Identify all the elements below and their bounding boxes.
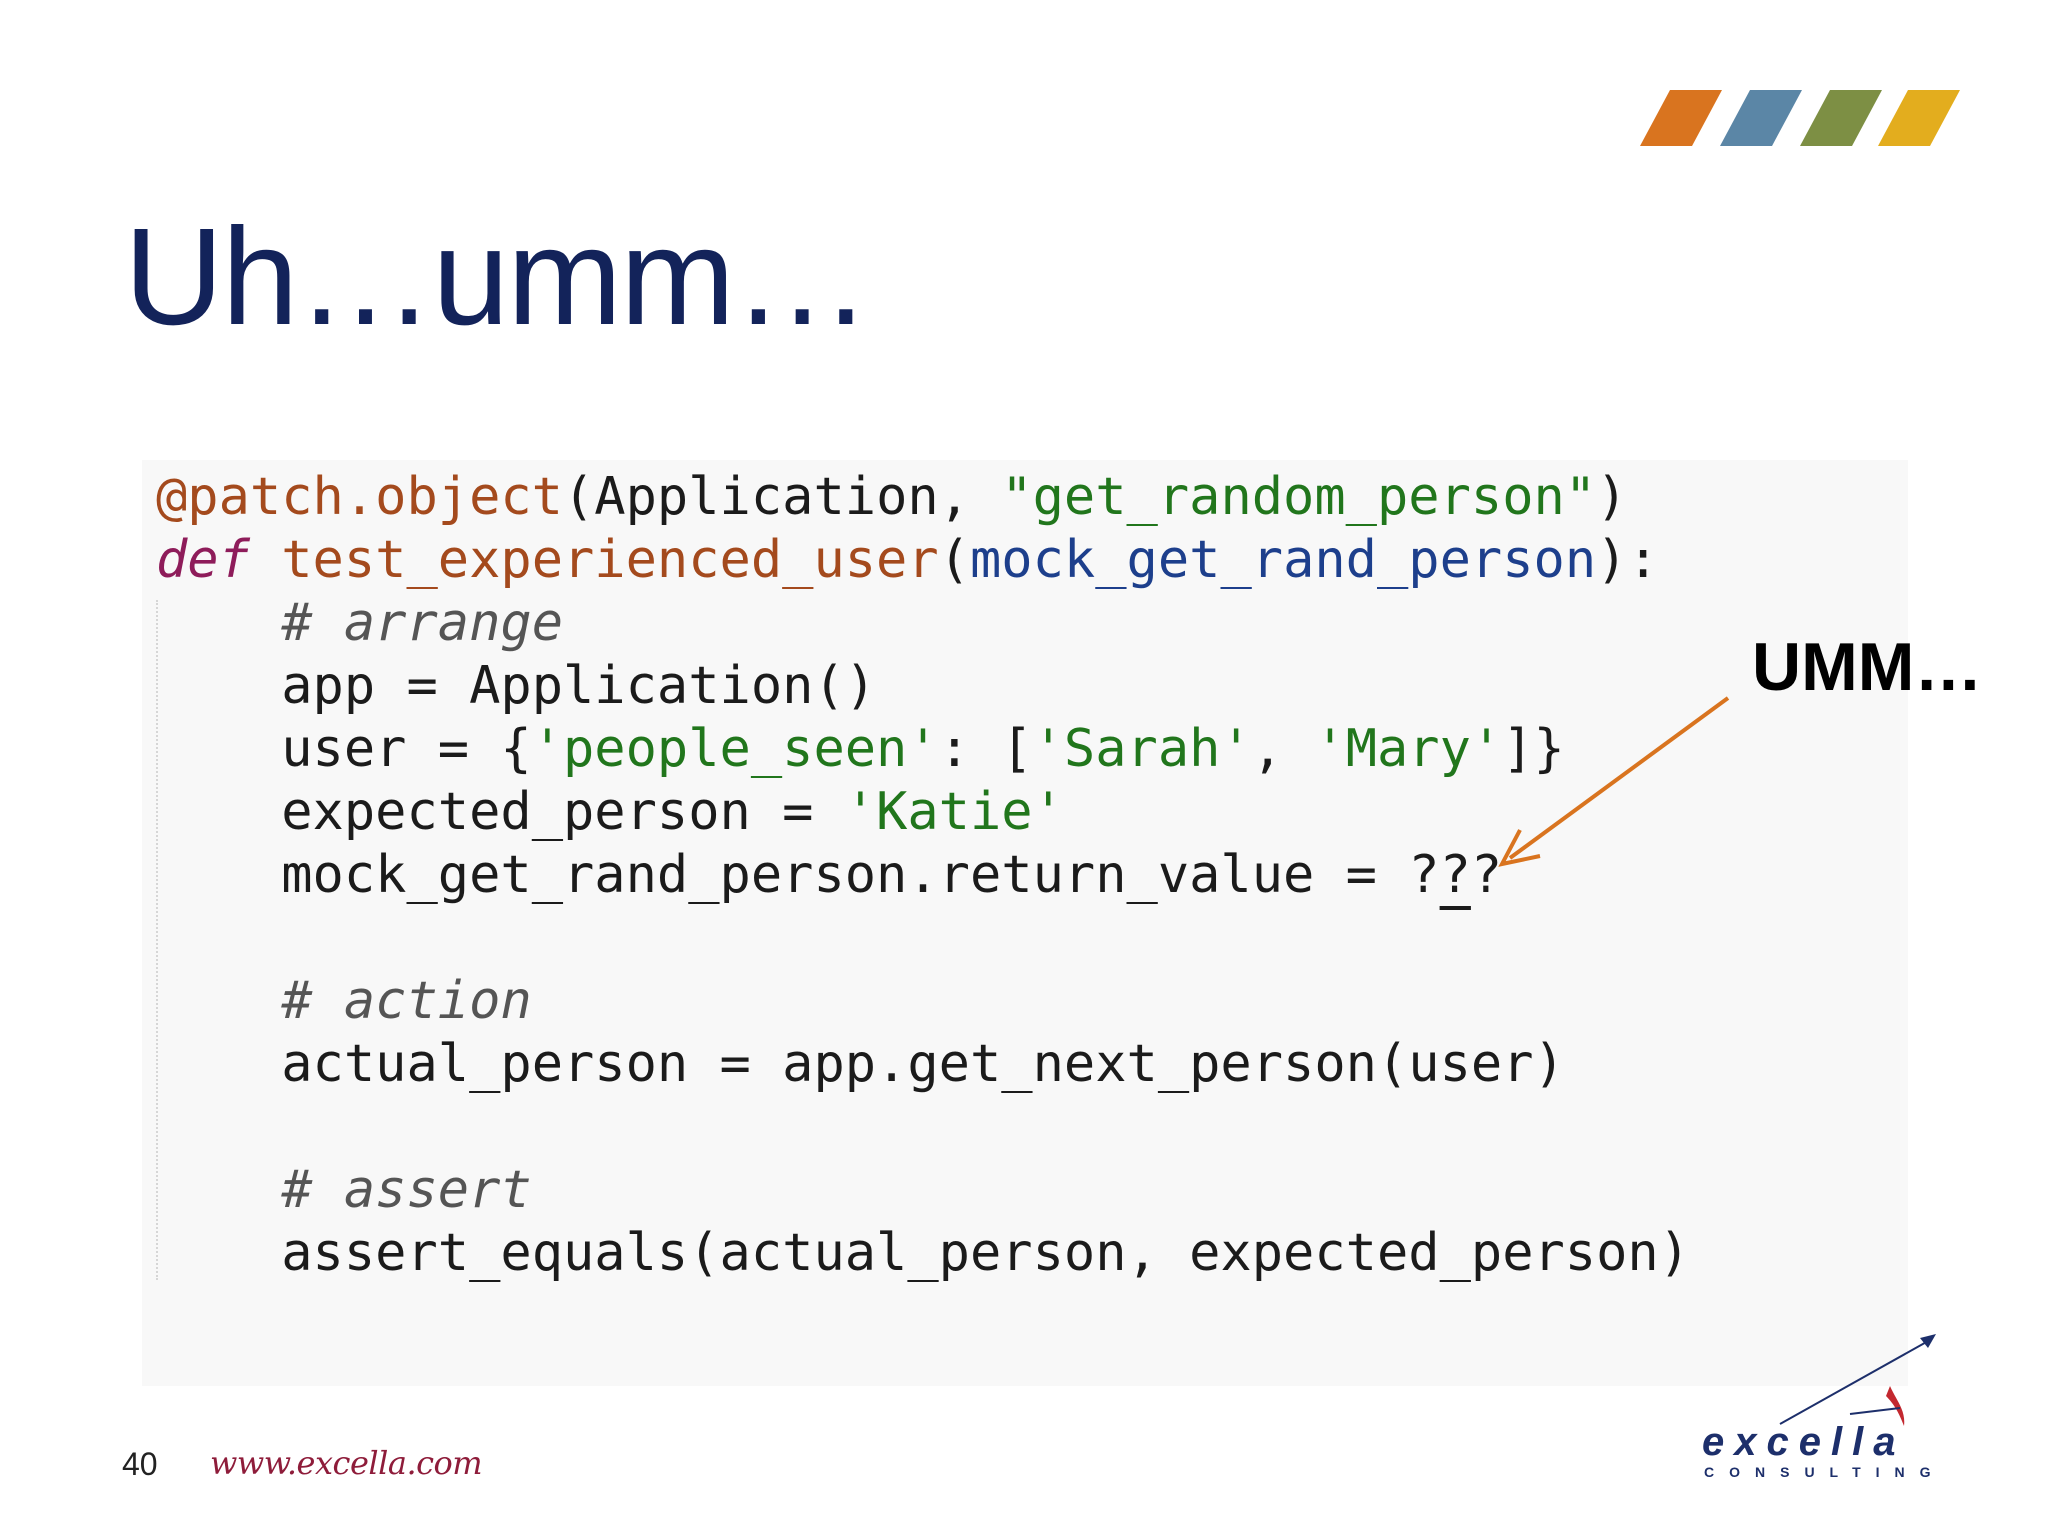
code-line-1: @patch.object(Application, "get_random_p… xyxy=(156,466,1690,529)
code-line-6: expected_person = 'Katie' xyxy=(156,781,1690,844)
keyword-def: def xyxy=(156,530,250,590)
logo-tagline: CONSULTING xyxy=(1704,1464,1946,1480)
parameter-name: mock_get_rand_person xyxy=(970,530,1597,590)
string-literal: 'Sarah' xyxy=(1032,719,1252,779)
comment-action: # action xyxy=(281,971,532,1031)
code-text: expected_person = xyxy=(281,782,845,842)
indent-guide xyxy=(156,600,158,1280)
code-line-4: app = Application() xyxy=(156,655,1690,718)
string-literal: 'Mary' xyxy=(1314,719,1503,779)
code-text: app = Application() xyxy=(281,656,877,716)
decorator: @patch.object xyxy=(156,467,563,527)
code-text: mock_get_rand_person.return_value = ? xyxy=(281,845,1440,905)
code-line-11: assert_equals(actual_person, expected_pe… xyxy=(156,1222,1690,1285)
code-text: user = { xyxy=(281,719,532,779)
decorator-args-open: (Application, xyxy=(563,467,1002,527)
code-text: ? xyxy=(1470,845,1503,905)
paren-close: ): xyxy=(1596,530,1659,590)
function-name: test_experienced_user xyxy=(281,530,939,590)
arrow-icon xyxy=(1498,696,1730,867)
string-literal: 'Katie' xyxy=(844,782,1064,842)
code-line-5: user = {'people_seen': ['Sarah', 'Mary']… xyxy=(156,718,1690,781)
code-text: actual_person = app.get_next_person(user… xyxy=(281,1034,1565,1094)
code-line-8: # action xyxy=(156,970,1690,1033)
stripe-orange xyxy=(1640,90,1722,146)
comment-assert: # assert xyxy=(281,1160,532,1220)
decorative-stripes xyxy=(1640,90,1960,146)
umm-annotation: UMM… xyxy=(1752,629,1983,705)
code-line-blank xyxy=(156,907,1690,970)
string-literal: "get_random_person" xyxy=(1001,467,1597,527)
comment-arrange: # arrange xyxy=(281,593,563,653)
code-line-9: actual_person = app.get_next_person(user… xyxy=(156,1033,1690,1096)
code-block: @patch.object(Application, "get_random_p… xyxy=(156,466,1690,1285)
website-link[interactable]: www.excella.com xyxy=(210,1444,483,1482)
stripe-green xyxy=(1800,90,1882,146)
decorator-args-close: ) xyxy=(1596,467,1628,527)
code-text: assert_equals(actual_person, expected_pe… xyxy=(281,1223,1691,1283)
code-text: ]} xyxy=(1502,719,1565,779)
stripe-blue xyxy=(1720,90,1802,146)
code-line-10: # assert xyxy=(156,1159,1690,1222)
text-cursor-char: ? xyxy=(1439,845,1471,905)
code-line-blank xyxy=(156,1096,1690,1159)
code-line-2: def test_experienced_user(mock_get_rand_… xyxy=(156,529,1690,592)
string-literal: 'people_seen' xyxy=(531,719,939,779)
paren-open: ( xyxy=(938,530,970,590)
page-number: 40 xyxy=(122,1446,158,1482)
stripe-yellow xyxy=(1878,90,1960,146)
code-panel xyxy=(142,460,1908,1386)
code-line-3: # arrange xyxy=(156,592,1690,655)
code-text: : [ xyxy=(938,719,1033,779)
logo-wordmark: excella xyxy=(1702,1420,1906,1464)
slide-title: Uh…umm… xyxy=(124,200,871,354)
code-line-7: mock_get_rand_person.return_value = ??? xyxy=(156,844,1690,907)
code-text: , xyxy=(1251,719,1315,779)
rocket-swoosh-icon xyxy=(1779,1334,1936,1426)
